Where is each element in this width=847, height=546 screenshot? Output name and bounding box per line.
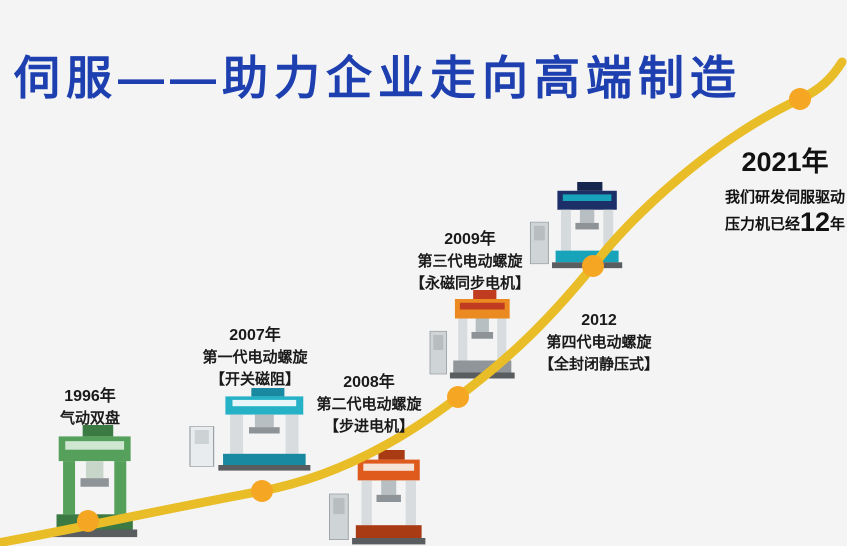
milestone-subdescription: 【全封闭静压式】 <box>538 356 659 373</box>
milestone-description: 气动双盘 <box>59 410 120 427</box>
endpoint-year: 2021年 <box>741 147 829 177</box>
milestone-marker-1996 <box>77 510 99 532</box>
milestone-subdescription: 【开关磁阻】 <box>209 371 300 388</box>
milestone-marker-2007 <box>251 480 273 502</box>
milestone-marker-2012 <box>582 255 604 277</box>
milestone-label-2008: 2008年 第二代电动螺旋 【步进电机】 <box>298 372 440 438</box>
milestone-subdescription: 【永磁同步电机】 <box>409 275 530 292</box>
growth-curve <box>0 57 847 546</box>
endpoint-line1: 我们研发伺服驱动 <box>724 189 845 206</box>
endpoint-line2: 压力机已经12年 <box>700 207 847 237</box>
endpoint-years-count: 12 <box>799 207 831 237</box>
milestone-year: 2008年 <box>343 374 395 391</box>
milestone-description: 第四代电动螺旋 <box>546 334 652 351</box>
milestone-label-2012: 2012 第四代电动螺旋 【全封闭静压式】 <box>523 310 675 376</box>
page-title: 伺服——助力企业走向高端制造 <box>14 52 742 104</box>
endpoint-2021-block: 2021年 我们研发伺服驱动 压力机已经12年 <box>700 146 847 237</box>
milestone-year: 2012 <box>581 312 617 329</box>
milestone-subdescription: 【步进电机】 <box>323 418 414 435</box>
milestone-marker-2008 <box>447 386 469 408</box>
milestone-description: 第二代电动螺旋 <box>316 396 422 413</box>
milestone-marker-2021 <box>789 88 811 110</box>
milestone-description: 第一代电动螺旋 <box>202 349 308 366</box>
milestone-year: 2009年 <box>444 231 496 248</box>
milestone-label-2007: 2007年 第一代电动螺旋 【开关磁阻】 <box>180 325 330 391</box>
milestone-year: 2007年 <box>229 327 281 344</box>
press-machine-2007-illustration <box>189 388 311 471</box>
endpoint-line2-suffix: 年 <box>830 216 846 233</box>
milestone-description: 第三代电动螺旋 <box>417 253 523 270</box>
press-machine-2008-illustration <box>329 450 426 545</box>
press-machine-2012-illustration <box>529 182 623 269</box>
milestone-label-2009: 2009年 第三代电动螺旋 【永磁同步电机】 <box>396 229 544 295</box>
milestone-year: 1996年 <box>64 388 116 405</box>
endpoint-line2-prefix: 压力机已经 <box>724 216 800 233</box>
milestone-label-1996: 1996年 气动双盘 <box>35 386 145 430</box>
